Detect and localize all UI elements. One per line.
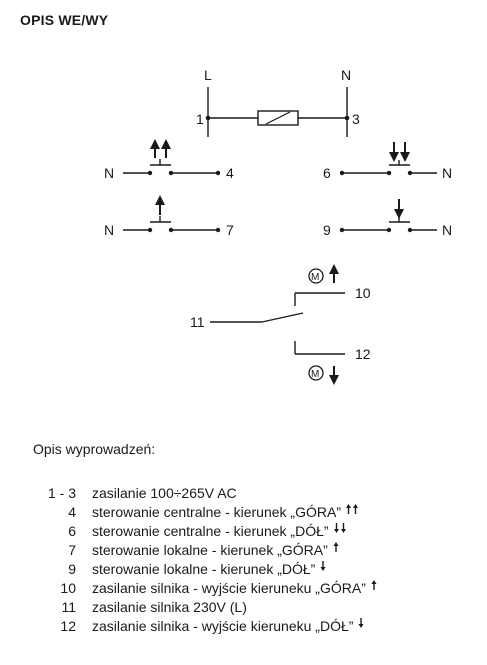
label-pin-7: 7 <box>226 222 234 238</box>
label-N-6: N <box>442 165 452 181</box>
pin-number: 10 <box>60 580 76 596</box>
list-item: 11 zasilanie silnika 230V (L) <box>28 598 378 617</box>
down-arrow-icon <box>358 618 364 628</box>
switch-central-down <box>339 160 437 176</box>
pin-description: sterowanie centralne - kierunek „DÓŁ” <box>92 523 329 539</box>
label-N-7: N <box>104 222 114 238</box>
up-arrow-icon <box>333 542 339 552</box>
pin-number: 12 <box>60 618 76 634</box>
pin-number: 4 <box>68 504 76 520</box>
double-up-arrow-icon <box>346 504 358 514</box>
motor-icon <box>308 365 324 381</box>
list-item: 1 - 3 zasilanie 100÷265V AC <box>28 484 378 503</box>
pin-description: zasilanie silnika - wyjście kieruneku „D… <box>92 618 354 634</box>
pin-description: sterowanie centralne - kierunek „GÓRA” <box>92 504 341 520</box>
label-N-4: N <box>104 165 114 181</box>
switch-local-down <box>339 217 437 233</box>
label-pin-10: 10 <box>355 285 371 301</box>
terminal-3-dot <box>344 115 350 121</box>
label-pin-9: 9 <box>323 222 331 238</box>
motor-label-bottom: M <box>311 369 319 380</box>
wiring-diagram: L N 1 3 N 4 6 N <box>104 67 452 385</box>
double-up-arrow-icon <box>150 139 171 158</box>
list-item: 10 zasilanie silnika - wyjście kieruneku… <box>28 579 378 598</box>
motor-label-top: M <box>311 272 319 283</box>
pin-number: 6 <box>68 523 76 539</box>
motor-down-indicator: M <box>308 365 339 385</box>
terminal-1-dot <box>205 115 211 121</box>
page-title: OPIS WE/WY <box>20 12 109 28</box>
pinout-list: 1 - 3 zasilanie 100÷265V AC 4 sterowanie… <box>28 484 378 636</box>
pin-number: 9 <box>68 561 76 577</box>
pinout-heading: Opis wyprowadzeń: <box>33 441 156 457</box>
switch-central-up <box>123 159 221 176</box>
pin-number: 11 <box>61 599 76 615</box>
pin-description: zasilanie silnika - wyjście kieruneku „G… <box>92 580 366 596</box>
label-pin-1: 1 <box>196 111 204 127</box>
label-pin-12: 12 <box>355 346 371 362</box>
list-item: 9 sterowanie lokalne - kierunek „DÓŁ” <box>28 560 378 579</box>
up-arrow-icon <box>371 580 377 590</box>
list-item: 12 zasilanie silnika - wyjście kieruneku… <box>28 617 378 636</box>
relay-contact-up <box>294 292 345 306</box>
list-item: 4 sterowanie centralne - kierunek „GÓRA” <box>28 503 378 522</box>
label-pin-11: 11 <box>190 314 205 330</box>
label-pin-4: 4 <box>226 165 234 181</box>
down-arrow-icon <box>320 561 326 571</box>
pin-number: 1 - 3 <box>47 485 76 501</box>
motor-icon <box>308 268 324 284</box>
label-L: L <box>204 67 212 83</box>
pin-description: sterowanie lokalne - kierunek „DÓŁ” <box>92 561 316 577</box>
load-resistor-icon <box>257 110 299 126</box>
double-down-arrow-icon <box>333 523 346 533</box>
relay-contact-down <box>294 341 345 355</box>
label-N-top: N <box>341 67 351 83</box>
list-item: 7 sterowanie lokalne - kierunek „GÓRA” <box>28 541 378 560</box>
label-N-9: N <box>442 222 452 238</box>
pin-description: sterowanie lokalne - kierunek „GÓRA” <box>92 542 328 558</box>
relay-common <box>210 312 304 323</box>
list-item: 6 sterowanie centralne - kierunek „DÓŁ” <box>28 522 378 541</box>
double-down-arrow-icon <box>389 142 410 162</box>
switch-local-up <box>123 216 221 233</box>
label-pin-6: 6 <box>323 165 331 181</box>
motor-up-indicator: M <box>308 264 339 284</box>
pin-number: 7 <box>68 542 76 558</box>
pin-description: zasilanie silnika 230V (L) <box>92 599 247 615</box>
pin-description: zasilanie 100÷265V AC <box>92 485 237 501</box>
label-pin-3: 3 <box>352 111 360 127</box>
